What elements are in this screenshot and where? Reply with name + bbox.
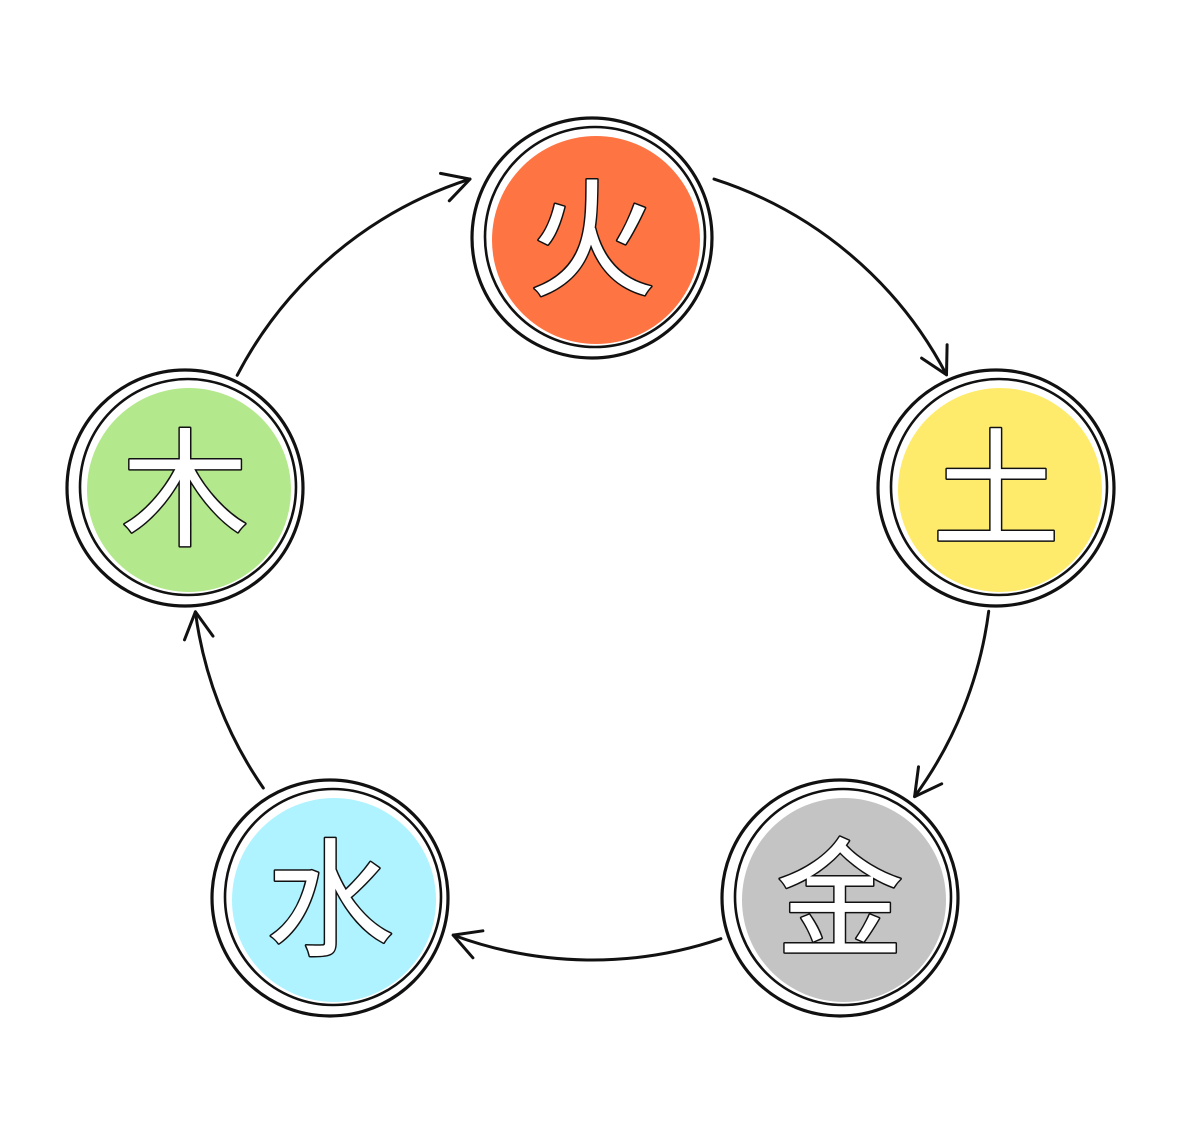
node-water-ring-inner <box>223 787 443 1007</box>
node-earth-ring-inner <box>889 377 1109 597</box>
node-wood-ring-outer <box>65 368 305 608</box>
node-wood: 木 <box>65 368 305 608</box>
node-wood-fill <box>87 388 291 592</box>
node-fire-ring-inner <box>483 125 707 349</box>
node-fire: 火 <box>470 116 714 360</box>
arrowhead-water <box>451 929 485 960</box>
node-fire-label: 火 <box>528 168 656 317</box>
arrow-fire-to-earth <box>712 177 948 377</box>
arrow-water-to-wood <box>193 610 265 790</box>
node-earth: 土 <box>876 368 1116 608</box>
node-water-ring-outer <box>210 778 450 1018</box>
node-fire-fill <box>492 136 700 344</box>
node-metal-ring-inner <box>733 787 953 1007</box>
arrowhead-wood <box>183 610 215 642</box>
node-wood-label: 木 <box>121 418 249 567</box>
arrow-metal-to-water <box>451 933 723 962</box>
node-wood-ring-inner <box>78 377 298 597</box>
node-earth-label: 土 <box>932 418 1060 567</box>
node-earth-ring-outer <box>876 368 1116 608</box>
node-water-fill <box>232 798 436 1002</box>
node-fire-ring-outer <box>470 116 714 360</box>
arrowhead-metal <box>913 765 944 799</box>
cycle-arrows <box>183 171 991 962</box>
arrow-wood-to-fire <box>235 177 472 377</box>
node-earth-fill <box>898 388 1102 592</box>
node-water-label: 水 <box>266 828 394 977</box>
cycle-nodes: 火 土 金 水 <box>65 116 1116 1018</box>
node-metal: 金 <box>720 778 960 1018</box>
arrow-earth-to-metal <box>913 609 991 799</box>
arrowhead-earth <box>920 343 949 377</box>
node-metal-fill <box>742 798 946 1002</box>
node-water: 水 <box>210 778 450 1018</box>
arrowhead-fire <box>439 171 472 203</box>
node-metal-ring-outer <box>720 778 960 1018</box>
node-metal-label: 金 <box>776 828 904 977</box>
